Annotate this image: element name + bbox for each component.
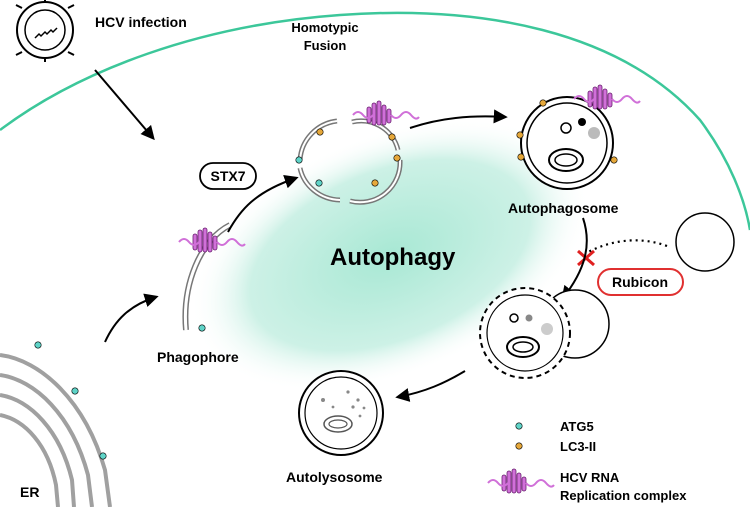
er-membrane <box>0 353 112 507</box>
legend: ATG5 LC3-II HCV RNA Replication complex <box>487 419 687 503</box>
legend-replication-complex-icon <box>487 468 555 494</box>
er-to-phagophore-arrow <box>104 293 159 343</box>
legend-atg5-swatch <box>515 422 523 430</box>
legend-hcv-rna-label: HCV RNA <box>560 470 620 485</box>
lc3-dot <box>316 128 324 136</box>
cell-membrane <box>0 11 750 231</box>
stx7-badge <box>199 162 257 190</box>
atg5-dot <box>34 341 42 349</box>
lc3-dot <box>393 154 401 162</box>
lysosome <box>675 212 735 272</box>
phagophore-label: Phagophore <box>157 349 239 365</box>
autophagosome-to-fusion-arrow <box>561 217 588 301</box>
legend-lc3-swatch <box>515 442 523 450</box>
lc3-dot <box>388 133 396 141</box>
block-x-icon <box>577 249 595 267</box>
legend-atg5-label: ATG5 <box>560 419 594 434</box>
legend-lc3-label: LC3-II <box>560 439 596 454</box>
lc3-dot <box>610 156 618 164</box>
homotypic-fusion-label-2: Fusion <box>304 38 347 53</box>
autolysosome-label: Autolysosome <box>286 469 383 485</box>
lc3-dot <box>516 131 524 139</box>
autophagy-label: Autophagy <box>330 244 456 271</box>
legend-replication-complex-label: Replication complex <box>560 488 687 503</box>
autophagosome-lysosome-fusion <box>479 287 610 379</box>
rubicon-badge <box>597 268 684 296</box>
atg5-dot <box>295 156 303 164</box>
hcv-infection-label: HCV infection <box>95 14 187 30</box>
autophagosome <box>520 96 614 190</box>
phagophore-to-fusion-arrow <box>227 174 299 233</box>
stx7-label: STX7 <box>210 168 245 184</box>
hcv-virion-icon <box>15 0 75 62</box>
autolysosome <box>298 370 384 456</box>
atg5-dot <box>99 452 107 460</box>
homotypic-fusion-label-1: Homotypic <box>291 20 358 35</box>
rubicon-label: Rubicon <box>612 274 668 290</box>
fusion-to-autolysosome-arrow <box>395 370 466 402</box>
lc3-dot <box>517 153 525 161</box>
autophagosome-label: Autophagosome <box>508 200 619 216</box>
er-label: ER <box>20 484 39 500</box>
infection-arrow <box>94 69 155 141</box>
atg5-dot <box>315 179 323 187</box>
lc3-dot <box>539 99 547 107</box>
fusion-to-autophagosome-arrow <box>409 109 508 129</box>
atg5-dot <box>71 387 79 395</box>
lysosome-fusion-blocked-path <box>587 239 668 253</box>
lc3-dot <box>371 179 379 187</box>
atg5-dot <box>198 324 206 332</box>
fusing-vesicles <box>297 118 403 205</box>
